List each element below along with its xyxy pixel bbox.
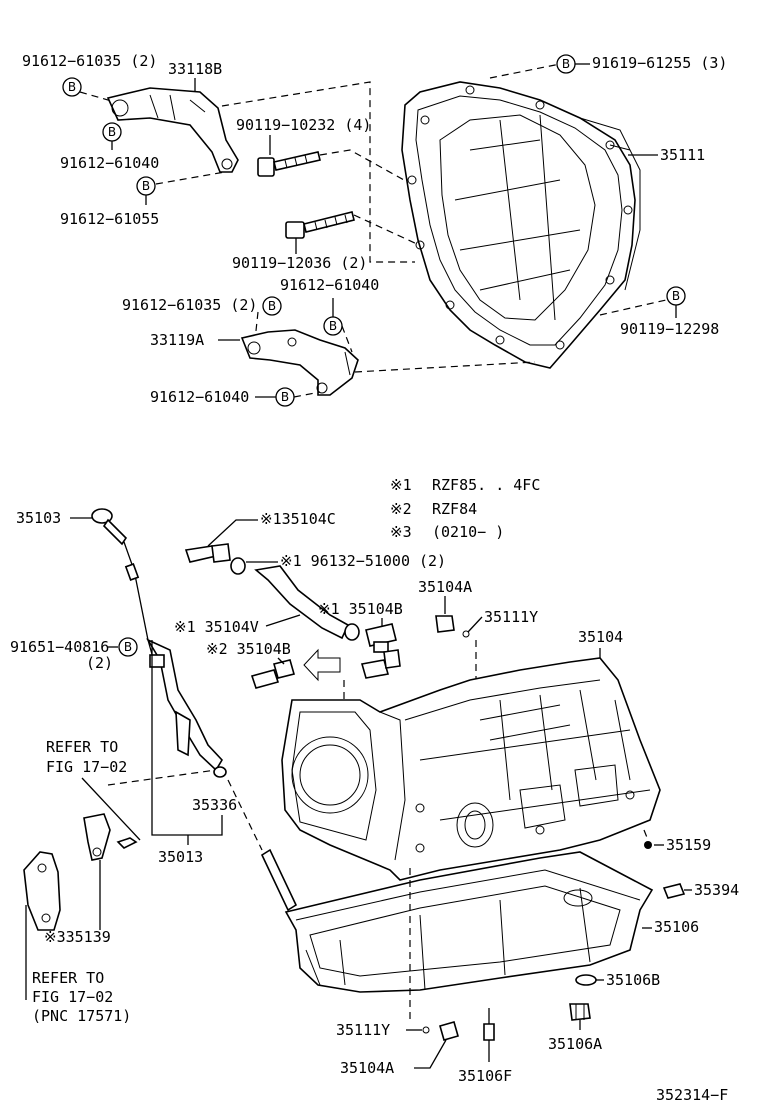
- label-335139: ※335139: [44, 928, 111, 946]
- label-35104: 35104: [578, 628, 623, 646]
- label-35394: 35394: [694, 881, 739, 899]
- union-35104B-2-icon: [250, 659, 295, 689]
- b-callout-icon: B: [102, 122, 122, 142]
- b-callout-icon: B: [275, 387, 295, 407]
- b-callout-icon: B: [118, 637, 138, 657]
- svg-text:B: B: [329, 319, 337, 333]
- label-91612-61040-a: 91612−61040: [60, 154, 159, 172]
- svg-text:B: B: [268, 299, 276, 313]
- gasket-35111Y-top-icon: [462, 630, 470, 638]
- hose-35104V-icon: [254, 565, 360, 641]
- plug-35159-icon: [644, 841, 652, 849]
- refer-bot-line2: FIG 17−02: [32, 988, 113, 1006]
- connector-fitting-icon: [360, 649, 401, 679]
- union-35104B-1-icon: [365, 623, 397, 653]
- label-35111: 35111: [660, 146, 705, 164]
- b-callout-icon: B: [323, 316, 343, 336]
- label-35104B-2: ※2 35104B: [206, 640, 291, 658]
- label-35159: 35159: [666, 836, 711, 854]
- svg-text:B: B: [142, 179, 150, 193]
- legend-text-2: RZF84: [432, 500, 477, 518]
- label-35104A-bot: 35104A: [340, 1059, 394, 1077]
- bellhousing-35111-icon: [401, 81, 641, 369]
- svg-text:B: B: [562, 57, 570, 71]
- label-35104A-top: 35104A: [418, 578, 472, 596]
- tube-end-icon: [260, 848, 298, 912]
- b-callout-icon: B: [666, 286, 686, 306]
- label-91612-61040-b: 91612−61040: [280, 276, 379, 294]
- legend-mark-1: ※1: [390, 476, 412, 494]
- legend-mark-2: ※2: [390, 500, 412, 518]
- svg-text:B: B: [124, 640, 132, 654]
- gasket-35111Y-bot-icon: [422, 1026, 430, 1034]
- b-callout-icon: B: [262, 296, 282, 316]
- b-callout-icon: B: [556, 54, 576, 74]
- bolt-90119-10232-icon: [257, 151, 321, 177]
- gasket-35106B-icon: [575, 974, 597, 986]
- oil-pan-35106-icon: [284, 851, 654, 993]
- refer-top-line2: FIG 17−02: [46, 758, 127, 776]
- refer-bot-line3: (PNC 17571): [32, 1007, 131, 1025]
- label-35111Y-top: 35111Y: [484, 608, 538, 626]
- label-135104C: ※135104C: [260, 510, 336, 528]
- bolt-90119-12036-icon: [285, 211, 355, 239]
- label-91612-61055: 91612−61055: [60, 210, 159, 228]
- legend-mark-3: ※3: [390, 523, 412, 541]
- bracket-33119A-icon: [240, 329, 359, 396]
- label-33118B: 33118B: [168, 60, 222, 78]
- front-arrow-icon: [303, 648, 341, 682]
- dipstick-35103-icon: [91, 508, 156, 666]
- guide-tube-35013-icon: [145, 638, 223, 772]
- plug-135104C-icon: [184, 543, 231, 563]
- plug-35106A-icon: [569, 1003, 591, 1021]
- plug-35104A-top-icon: [435, 615, 455, 633]
- bolt-35106F-icon: [483, 1008, 495, 1041]
- variant-legend: ※1 RZF85. . 4FC ※2 RZF84 ※3 (0210− ): [390, 476, 540, 541]
- label-91612-61035-mid: 91612−61035 (2): [122, 296, 257, 314]
- label-91651-40816: 91651−40816: [10, 638, 109, 656]
- label-96132-51000: ※1 96132−51000 (2): [280, 552, 446, 570]
- pad-35394-icon: [662, 883, 686, 899]
- legend-text-1: RZF85. . 4FC: [432, 476, 540, 494]
- label-35106B: 35106B: [606, 971, 660, 989]
- figure-id: 352314−F: [656, 1086, 728, 1104]
- label-35106A: 35106A: [548, 1035, 602, 1053]
- label-91651-qty: (2): [86, 654, 113, 672]
- label-91619-61255: 91619−61255 (3): [592, 54, 727, 72]
- label-90119-12298: 90119−12298: [620, 320, 719, 338]
- transmission-case-35104-icon: [281, 657, 661, 881]
- svg-text:B: B: [68, 80, 76, 94]
- svg-text:B: B: [281, 390, 289, 404]
- svg-text:B: B: [108, 125, 116, 139]
- label-90119-12036: 90119−12036 (2): [232, 254, 367, 272]
- refer-bot-line1: REFER TO: [32, 969, 104, 987]
- bracket-33118B-icon: [106, 87, 239, 173]
- b-callout-icon: B: [136, 176, 156, 196]
- plug-35104A-bot-icon: [439, 1021, 459, 1041]
- label-91612-61035-top: 91612−61035 (2): [22, 52, 157, 70]
- label-35106: 35106: [654, 918, 699, 936]
- bracket-335139-icon: [23, 851, 61, 931]
- label-35103: 35103: [16, 509, 61, 527]
- label-35336: 35336: [192, 796, 237, 814]
- label-90119-10232: 90119−10232 (4): [236, 116, 371, 134]
- label-35104V: ※1 35104V: [174, 618, 259, 636]
- b-callout-icon: B: [62, 77, 82, 97]
- label-35013: 35013: [158, 848, 203, 866]
- label-35104B-1: ※1 35104B: [318, 600, 403, 618]
- label-91612-61040-c: 91612−61040: [150, 388, 249, 406]
- tube-clip-icon: [83, 813, 138, 861]
- refer-top-line1: REFER TO: [46, 738, 118, 756]
- clamp-96132-icon: [230, 557, 246, 575]
- label-35106F: 35106F: [458, 1067, 512, 1085]
- label-33119A: 33119A: [150, 331, 204, 349]
- label-35111Y-bot: 35111Y: [336, 1021, 390, 1039]
- o-ring-35336-icon: [213, 766, 227, 778]
- legend-text-3: (0210− ): [432, 523, 504, 541]
- svg-text:B: B: [672, 289, 680, 303]
